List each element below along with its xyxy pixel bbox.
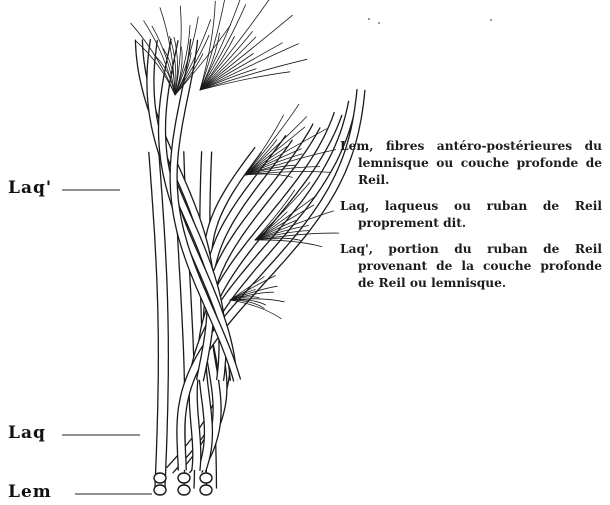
lem-cut-end-2 xyxy=(178,485,190,495)
printing-speck xyxy=(368,18,370,20)
label-leader-lines xyxy=(62,190,152,494)
legend-entry-laq-prime: Laq', portion du ruban de Reil provenant… xyxy=(340,241,602,292)
fan-upper-right xyxy=(200,32,252,91)
fiber-strands xyxy=(135,39,365,488)
figure-legend: Lem, fibres antéro-postérieures du lemni… xyxy=(340,138,602,301)
printing-speck xyxy=(378,22,380,24)
legend-entry-lem: Lem, fibres antéro-postérieures du lemni… xyxy=(340,138,602,189)
lem-cut-end-upper-2 xyxy=(178,473,190,483)
lem-cut-end-3 xyxy=(200,485,212,495)
label-lem: Lem xyxy=(8,482,52,502)
printing-speck xyxy=(490,19,492,21)
fan-mid-right xyxy=(245,117,307,175)
label-laq: Laq xyxy=(8,423,46,443)
label-laq-prime: Laq' xyxy=(8,178,52,198)
lem-cut-end-upper-1 xyxy=(154,473,166,483)
legend-entry-laq: Laq, laqueus ou ruban de Reil proprement… xyxy=(340,198,602,232)
lem-cut-end-upper-3 xyxy=(200,473,212,483)
laq-prime-strand-3-body xyxy=(159,39,238,380)
lem-cut-end-1 xyxy=(154,485,166,495)
